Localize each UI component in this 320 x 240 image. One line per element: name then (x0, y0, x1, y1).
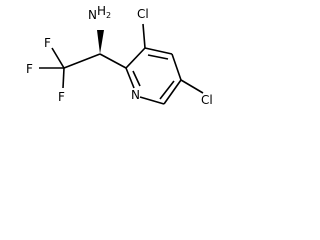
ring-bond-c2-c3 (125, 47, 146, 69)
amine-hydrogen-count: 2 (106, 11, 111, 20)
chlorine-label-lower: Cl (201, 93, 213, 107)
amine-hydrogen-label: H (97, 4, 106, 18)
wedge-bond-amine (97, 30, 104, 54)
structure-diagram: N H 2 Cl Cl N F F F (0, 0, 226, 136)
ring-bond-c6-n (139, 96, 165, 105)
bonds (39, 23, 204, 105)
bond-c-f-upper (51, 47, 65, 69)
amine-nitrogen-label: N (88, 8, 97, 22)
fluorine-label-left: F (26, 62, 33, 76)
ring-bond-n-c2-inner (132, 70, 141, 87)
bond-c-f-lower (62, 67, 65, 89)
ring-bond-c4-c5 (171, 53, 182, 81)
ring-bond-c5-c6-inner (159, 80, 175, 100)
bond-chiral-ring (99, 53, 127, 69)
pyridine-nitrogen-label: N (131, 88, 140, 102)
bond-cf3-chiral (63, 53, 101, 69)
ring-bond-c3-c4 (144, 47, 173, 55)
atom-labels: N H 2 Cl Cl N F F F (26, 4, 213, 107)
molecule-drawing: N H 2 Cl Cl N F F F (26, 4, 213, 107)
fluorine-label-lower: F (58, 90, 65, 104)
chlorine-label-upper: Cl (137, 7, 149, 21)
ring-bond-c4-c4-inner (147, 54, 169, 60)
bond-c5-cl (180, 79, 204, 94)
fluorine-label-upper: F (44, 36, 51, 50)
bond-c3-cl (142, 23, 146, 49)
ring-bond-n-c2 (125, 67, 135, 89)
ring-bond-c5-c6 (163, 79, 182, 105)
